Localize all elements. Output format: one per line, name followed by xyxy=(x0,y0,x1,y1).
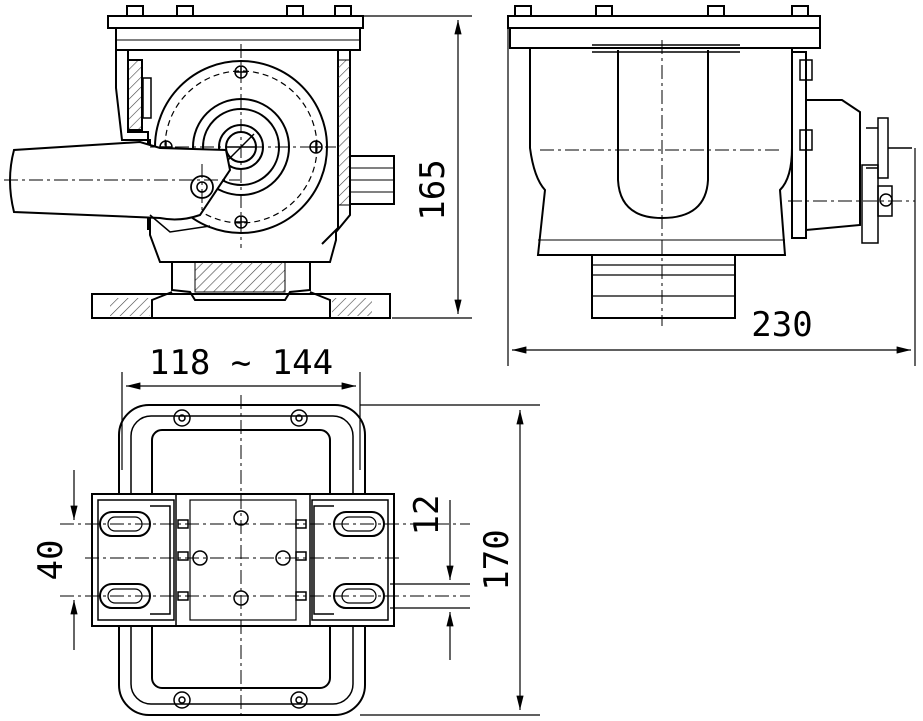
dim-slot xyxy=(390,500,470,660)
dim-base-length-label: 170 xyxy=(477,529,517,590)
dim-depth-label: 230 xyxy=(751,305,812,345)
dim-width xyxy=(121,372,361,470)
dim-height xyxy=(356,15,472,319)
front-view xyxy=(9,5,395,319)
lid-bolts-side xyxy=(514,5,809,17)
side-centerlines xyxy=(540,40,915,326)
dim-height-label: 165 xyxy=(413,159,453,220)
mounting-slots xyxy=(99,511,385,609)
bottom-centerlines xyxy=(60,395,470,718)
dim-base-length xyxy=(360,404,540,716)
dim-mount-spacing-label: 40 xyxy=(31,540,71,581)
dim-width-label: 118 ~ 144 xyxy=(149,343,333,383)
side-view xyxy=(507,5,912,319)
front-centerlines xyxy=(4,44,336,248)
housing-bolts xyxy=(173,409,308,709)
lid-bolts-front xyxy=(126,5,352,17)
dim-depth xyxy=(507,28,916,366)
bottom-view xyxy=(91,404,395,716)
dim-slot-label: 12 xyxy=(407,495,447,536)
lever-arm xyxy=(9,140,232,221)
